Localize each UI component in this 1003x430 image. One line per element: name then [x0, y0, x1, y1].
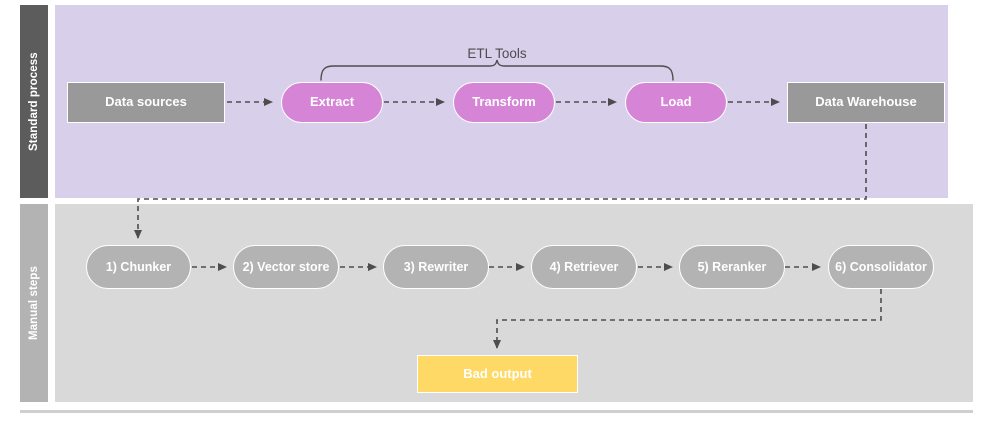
bottom-divider: [20, 410, 973, 413]
node-chunker-label: 1) Chunker: [105, 259, 172, 274]
etl-tools-label-text: ETL Tools: [467, 46, 527, 61]
node-reranker[interactable]: 5) Reranker: [679, 245, 785, 289]
node-vector-store-label: 2) Vector store: [242, 259, 330, 274]
node-consolidator-label: 6) Consolidator: [835, 259, 927, 274]
node-load-label: Load: [660, 94, 692, 110]
lane-standard-process-header: Standard process: [20, 5, 48, 198]
node-transform[interactable]: Transform: [453, 82, 555, 123]
node-consolidator[interactable]: 6) Consolidator: [828, 245, 934, 289]
node-data-warehouse-label: Data Warehouse: [815, 94, 917, 110]
node-chunker[interactable]: 1) Chunker: [86, 245, 191, 289]
node-data-sources[interactable]: Data sources: [67, 82, 225, 123]
node-data-sources-label: Data sources: [105, 94, 187, 110]
node-retriever[interactable]: 4) Retriever: [531, 245, 637, 289]
node-extract-label: Extract: [309, 94, 355, 110]
node-bad-output[interactable]: Bad output: [417, 355, 578, 393]
etl-tools-label: ETL Tools: [467, 46, 526, 61]
lane-manual-steps-label: Manual steps: [28, 265, 40, 341]
node-extract[interactable]: Extract: [281, 82, 383, 123]
lane-standard-process-label: Standard process: [28, 52, 40, 151]
node-rewriter[interactable]: 3) Rewriter: [383, 245, 489, 289]
node-bad-output-label: Bad output: [463, 365, 532, 381]
node-load[interactable]: Load: [625, 82, 727, 123]
node-vector-store[interactable]: 2) Vector store: [233, 245, 339, 289]
node-data-warehouse[interactable]: Data Warehouse: [787, 82, 945, 123]
node-rewriter-label: 3) Rewriter: [403, 259, 469, 274]
node-reranker-label: 5) Reranker: [697, 259, 767, 274]
node-retriever-label: 4) Retriever: [549, 259, 619, 274]
lane-manual-steps-header: Manual steps: [20, 204, 48, 402]
node-transform-label: Transform: [472, 94, 536, 110]
